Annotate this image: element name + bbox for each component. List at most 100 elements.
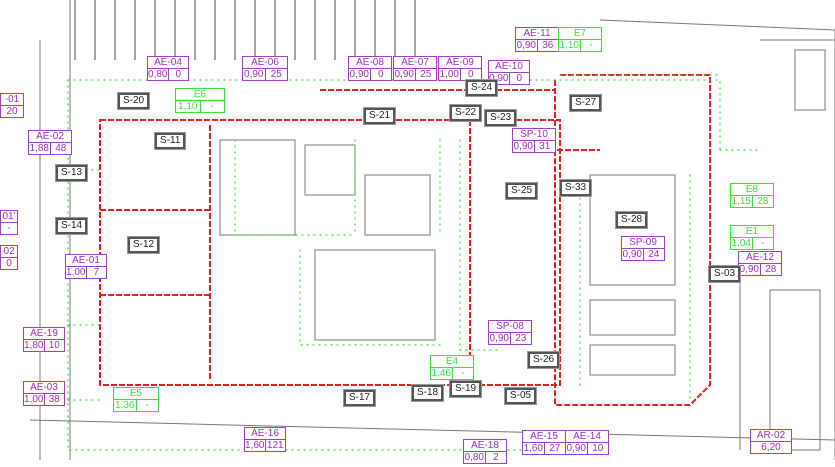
tag-id: AE-08 xyxy=(349,57,391,69)
space-label: S-14 xyxy=(54,217,89,235)
tag-id: AE-09 xyxy=(439,57,481,69)
space-label: S-13 xyxy=(54,164,89,182)
tag-id: AE-03 xyxy=(24,382,64,394)
tag-values: 1,10- xyxy=(559,40,601,51)
tag-value-a: 0,90 xyxy=(513,141,533,152)
tag-id: AE-04 xyxy=(148,57,188,69)
tag-value-b: 24 xyxy=(642,249,665,260)
space-label: S-12 xyxy=(126,236,161,254)
space-label: S-33 xyxy=(558,179,593,197)
tag-id: E4 xyxy=(431,356,473,368)
tag-value-a: 1,60 xyxy=(245,440,265,451)
tag-value-a: 0,90 xyxy=(622,249,642,260)
tag-value-a: 1,10 xyxy=(559,40,579,51)
tag-value-a: 20 xyxy=(6,106,18,117)
tag-id: AE-19 xyxy=(24,328,64,340)
tag-value-a: 0,90 xyxy=(394,69,414,80)
tag-value-a: 0,90 xyxy=(516,40,536,51)
space-label: S-28 xyxy=(614,211,649,229)
tag-id: AE-12 xyxy=(739,252,781,264)
circuit-tag: 01'- xyxy=(0,210,18,235)
space-label: S-24 xyxy=(464,79,499,97)
tag-id: 02 xyxy=(1,246,17,258)
tag-value-a: 0,90 xyxy=(349,69,369,80)
tag-values: - xyxy=(1,223,17,234)
space-label: S-18 xyxy=(410,384,445,402)
tag-id: AE-06 xyxy=(243,57,287,69)
tag-value-a: 0,90 xyxy=(566,443,586,454)
tag-id: AE-01 xyxy=(66,255,106,267)
tag-value-b: 7 xyxy=(85,267,107,278)
tag-value-a: 0,90 xyxy=(489,73,509,84)
space-label: S-17 xyxy=(342,389,377,407)
tag-value-a: 1,80 xyxy=(24,340,44,351)
space-label: S-11 xyxy=(153,132,187,150)
tag-value-a: 1,15 xyxy=(731,196,751,207)
tag-value-a: 0 xyxy=(6,258,12,269)
tag-value-b: 0 xyxy=(508,73,530,84)
tag-value-b: 10 xyxy=(43,340,65,351)
tag-id: AE-16 xyxy=(245,428,285,440)
tag-id: AR-02 xyxy=(751,430,791,442)
tag-values: 1,04- xyxy=(731,238,773,249)
space-label: S-05 xyxy=(503,387,538,405)
tag-value-a: 0,90 xyxy=(739,264,759,275)
tag-value-a: 1,00 xyxy=(66,267,86,278)
tag-value-b: 25 xyxy=(414,69,437,80)
tag-id: E7 xyxy=(559,28,601,40)
tag-id: AE-11 xyxy=(516,28,558,40)
tag-value-b: 48 xyxy=(49,143,72,154)
tag-value-b: 2 xyxy=(484,452,507,463)
tag-value-b: 27 xyxy=(543,443,566,454)
tag-id: E1 xyxy=(731,226,773,238)
tag-values: 1,36- xyxy=(114,400,158,411)
tag-id: AE-10 xyxy=(489,61,529,73)
space-label: S-25 xyxy=(504,182,539,200)
tag-value-a: 6,20 xyxy=(761,442,781,453)
tag-id: E8 xyxy=(731,184,773,196)
tag-id: AE-15 xyxy=(523,431,565,443)
space-label: S-21 xyxy=(362,107,397,125)
tag-value-a: 0,80 xyxy=(464,452,484,463)
tag-values: 20 xyxy=(1,106,23,117)
tag-value-b: 0 xyxy=(167,69,189,80)
tag-id: SP-10 xyxy=(513,129,555,141)
tag-value-b: 121 xyxy=(264,440,286,451)
tag-id: 01' xyxy=(1,211,17,223)
tag-value-b: 38 xyxy=(43,394,65,405)
tag-value-a: 1,88 xyxy=(29,143,49,154)
tag-value-b: - xyxy=(199,101,225,112)
tag-value-b: 25 xyxy=(264,69,288,80)
tag-value-a: 1,46 xyxy=(431,368,451,379)
tag-id: SP-08 xyxy=(489,321,531,333)
